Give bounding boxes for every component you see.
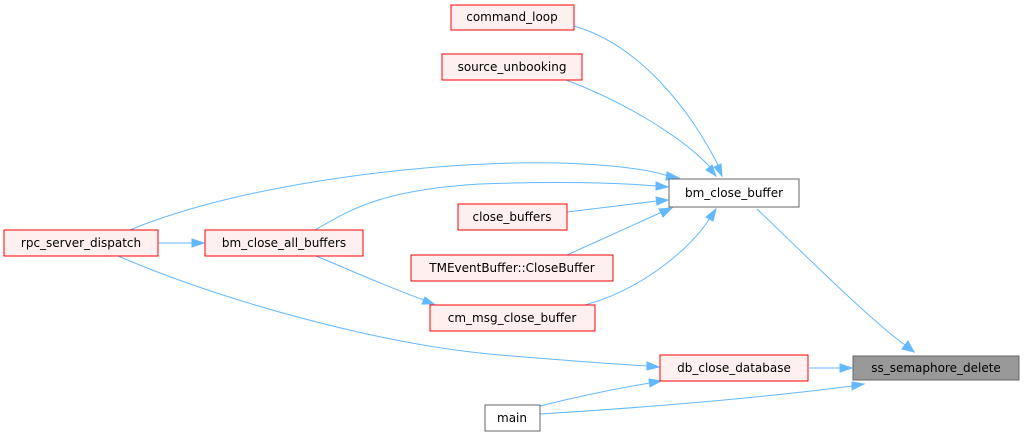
- node-main[interactable]: main: [484, 404, 541, 432]
- edge-bm-close-all-buffers-to-cm-msg-close-buffer: [315, 255, 436, 305]
- node-label: close_buffers: [473, 210, 552, 224]
- edge-rpc-server-dispatch-to-bm-close-all-buffers: [158, 238, 206, 248]
- node-db-close-database[interactable]: db_close_database: [659, 354, 809, 382]
- node-bm-close-all-buffers[interactable]: bm_close_all_buffers: [204, 229, 364, 257]
- node-close-buffers[interactable]: close_buffers: [457, 203, 568, 231]
- node-tmeventbuffer-closebuffer[interactable]: TMEventBuffer::CloseBuffer: [410, 254, 614, 282]
- node-source-unbooking[interactable]: source_unbooking: [441, 53, 583, 81]
- edge-main-to-db-close-database: [539, 378, 663, 407]
- node-label: cm_msg_close_buffer: [448, 311, 577, 325]
- node-label: TMEventBuffer::CloseBuffer: [428, 261, 595, 275]
- edge-main-to-ss-semaphore-delete: [539, 381, 866, 415]
- edge-bm-close-buffer-to-ss-semaphore-delete: [756, 208, 915, 353]
- edge-cm-msg-close-buffer-to-bm-close-buffer: [584, 207, 717, 306]
- node-label: db_close_database: [677, 361, 791, 375]
- node-label: rpc_server_dispatch: [21, 236, 141, 250]
- node-bm-close-buffer[interactable]: bm_close_buffer: [668, 178, 800, 208]
- node-label: main: [497, 411, 527, 425]
- edge-source-unbooking-to-bm-close-buffer: [565, 79, 717, 178]
- node-command-loop[interactable]: command_loop: [450, 4, 575, 31]
- edge-command-loop-to-bm-close-buffer: [573, 25, 723, 178]
- edge-close-buffers-to-bm-close-buffer: [566, 196, 670, 213]
- edge-rpc-server-dispatch-to-db-close-database: [117, 255, 661, 371]
- node-cm-msg-close-buffer[interactable]: cm_msg_close_buffer: [429, 304, 596, 332]
- node-label: command_loop: [466, 10, 558, 24]
- node-label: bm_close_buffer: [685, 186, 783, 200]
- node-label: bm_close_all_buffers: [222, 236, 346, 250]
- edge-db-close-database-to-ss-semaphore-delete: [809, 363, 854, 373]
- edge-tmeventbuffer-to-bm-close-buffer: [566, 207, 674, 256]
- edge-bm-close-all-buffers-to-bm-close-buffer: [314, 181, 670, 231]
- node-label: ss_semaphore_delete: [871, 361, 1001, 375]
- node-ss-semaphore-delete[interactable]: ss_semaphore_delete: [852, 355, 1020, 381]
- node-rpc-server-dispatch[interactable]: rpc_server_dispatch: [3, 229, 159, 257]
- node-label: source_unbooking: [458, 60, 567, 74]
- edge-rpc-server-dispatch-to-bm-close-buffer: [129, 162, 681, 231]
